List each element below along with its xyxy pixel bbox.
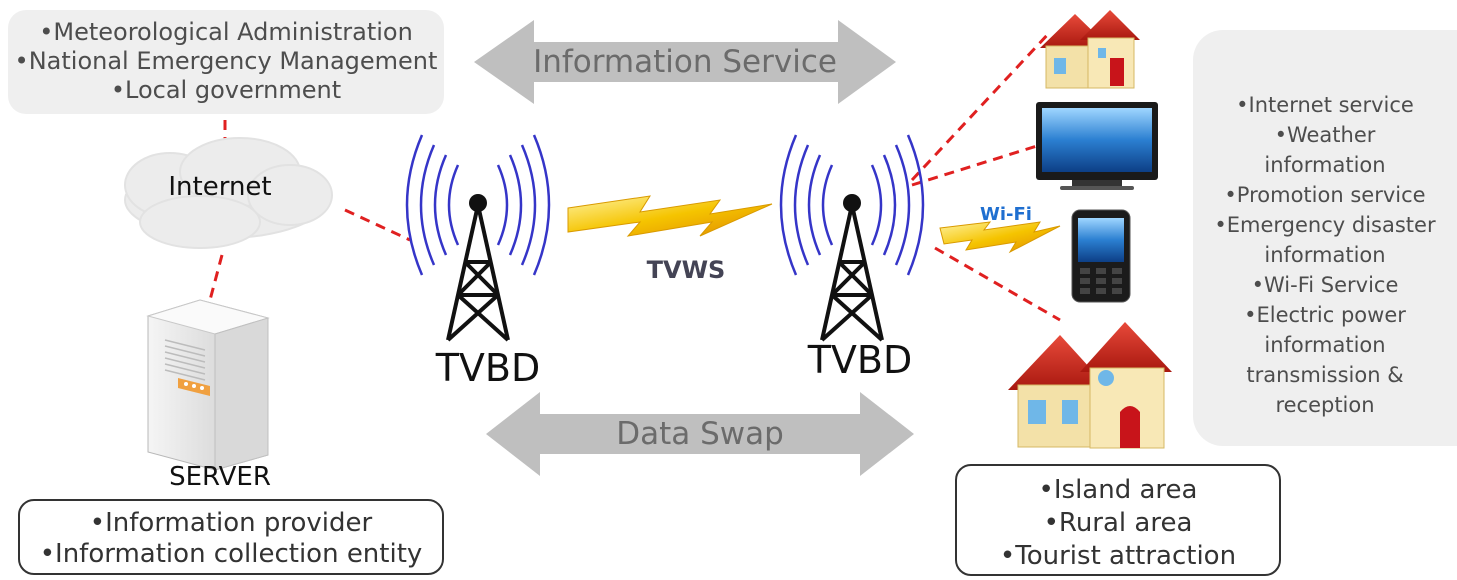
- service-line: •Promotion service: [1224, 183, 1426, 207]
- area-line: •Rural area: [1043, 508, 1193, 538]
- role-line: •Information provider: [89, 508, 373, 538]
- wifi-bolt-icon: [939, 221, 1061, 254]
- information-service-label: Information Service: [533, 44, 837, 80]
- service-line: information: [1264, 333, 1386, 357]
- phone-icon: [1071, 209, 1131, 303]
- information-service-arrow: [474, 20, 896, 104]
- data-swap-label: Data Swap: [616, 416, 784, 452]
- areas-box: •Island area •Rural area •Tourist attrac…: [955, 464, 1281, 576]
- area-line: •Tourist attraction: [999, 541, 1237, 571]
- tvbd-right-tower-icon: [779, 134, 925, 342]
- services-box: •Internet service •Weather information •…: [1193, 30, 1457, 446]
- house-top-icon: [1040, 10, 1140, 89]
- internet-label: Internet: [168, 172, 272, 202]
- service-line: •Internet service: [1236, 93, 1414, 117]
- service-line: •Electric power: [1244, 303, 1406, 327]
- service-line: information: [1264, 153, 1386, 177]
- tv-icon: [1036, 102, 1158, 190]
- source-line: •National Emergency Management: [14, 47, 438, 75]
- server-roles-box: •Information provider •Information colle…: [18, 499, 444, 575]
- service-line: •Weather: [1274, 123, 1376, 147]
- data-swap-arrow: [486, 392, 914, 476]
- service-line: reception: [1275, 393, 1375, 417]
- service-line: •Wi-Fi Service: [1251, 273, 1399, 297]
- tvbd-right-label: TVBD: [807, 338, 913, 382]
- internet-cloud-icon: [124, 137, 333, 249]
- tvbd-left-label: TVBD: [435, 346, 541, 390]
- service-line: •Emergency disaster: [1214, 213, 1436, 237]
- service-line: information: [1264, 243, 1386, 267]
- wifi-label: Wi-Fi: [980, 204, 1032, 225]
- tvbd-left-tower-icon: [405, 134, 551, 342]
- source-line: •Meteorological Administration: [39, 18, 413, 46]
- information-sources-box: •Meteorological Administration •National…: [8, 10, 444, 114]
- source-line: •Local government: [110, 76, 342, 104]
- role-line: •Information collection entity: [39, 539, 423, 569]
- service-line: transmission &: [1246, 363, 1404, 387]
- server-icon: [146, 299, 270, 471]
- server-label: SERVER: [169, 462, 271, 492]
- tvws-label: TVWS: [646, 256, 726, 284]
- house-bottom-icon: [1008, 322, 1172, 449]
- tvws-bolt-icon: [567, 195, 773, 237]
- area-line: •Island area: [1038, 475, 1198, 505]
